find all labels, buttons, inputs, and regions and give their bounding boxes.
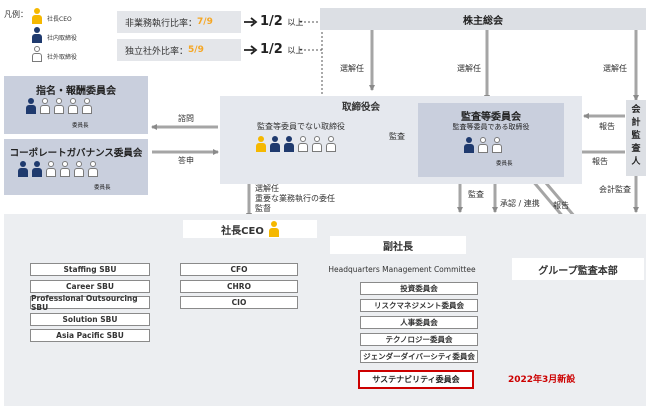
board-member-out-icon — [312, 136, 322, 152]
nomination-committee: 指名・報酬委員会 委員長 — [4, 76, 148, 134]
audit-down-label: 監査 — [468, 190, 484, 199]
legend-in-label: 社内取締役 — [47, 35, 78, 42]
audit-committee: 監査等委員会 監査等委員である取締役 委員長 — [418, 103, 564, 177]
hq-committee-title: Headquarters Management Committee — [328, 264, 476, 274]
ratio-value: 5/9 — [188, 45, 204, 55]
legend-out-label: 社外取締役 — [47, 54, 78, 61]
ceo-box: 社長CEO — [183, 220, 317, 238]
audit-member-out-icon — [492, 137, 502, 153]
legend-title: 凡例： — [4, 10, 28, 19]
accounting-auditor-label: 会計監査人 — [631, 105, 641, 167]
ratio-arrow-icon — [244, 17, 258, 27]
non-audit-members — [256, 136, 366, 154]
elect-label-1: 選解任 — [340, 64, 364, 73]
execution-area — [4, 214, 646, 406]
audit-members — [464, 137, 524, 155]
sbu-item-4: Asia Pacific SBU — [30, 329, 150, 342]
governance-member-out-icon — [60, 161, 70, 177]
legend-out-icon — [32, 46, 42, 62]
governance-chair: 委員長 — [94, 185, 111, 191]
governance-members — [18, 161, 138, 179]
ratio-value: 7/9 — [197, 17, 213, 27]
sbu-item-1: Career SBU — [30, 279, 150, 293]
hq-item-2: 人事委員会 — [360, 316, 478, 329]
vice-president-box: 副社長 — [330, 236, 466, 254]
dotted-ratio-link — [300, 21, 336, 105]
nomination-chair: 委員長 — [72, 123, 89, 129]
audit-member-out-icon — [478, 137, 488, 153]
approve-label: 承認 / 連携 — [500, 199, 540, 208]
ratio-label: 独立社外比率： — [125, 46, 189, 57]
report-auditor-1-label: 報告 — [599, 122, 615, 131]
delegate-label: 選解任重要な業務執行の委任監督 — [255, 184, 335, 213]
nomination-member-out-icon — [54, 98, 64, 114]
ratio-target-1: 1/2 以上 — [260, 42, 304, 57]
consult-label: 諮問 — [178, 114, 194, 123]
board-title: 取締役会 — [342, 102, 381, 113]
nomination-member-out-icon — [40, 98, 50, 114]
governance-member-out-icon — [46, 161, 56, 177]
accounting-auditor: 会計監査人 — [626, 100, 646, 176]
group-audit-box: グループ監査本部 — [512, 258, 644, 280]
nomination-member-out-icon — [68, 98, 78, 114]
report-back-label: 答申 — [178, 156, 194, 165]
governance-member-out-icon — [74, 161, 84, 177]
report-auditor-2-label: 報告 — [592, 157, 608, 166]
non-audit-label: 監査等委員でない取締役 — [257, 122, 345, 131]
hq-item-1: リスクマネジメント委員会 — [360, 299, 478, 312]
hq-item-3: テクノロジー委員会 — [360, 333, 478, 346]
ceo-label: 社長CEO — [221, 225, 264, 237]
officer-item-2: CIO — [180, 296, 298, 309]
nomination-member-out-icon — [82, 98, 92, 114]
governance-member-in-icon — [32, 161, 42, 177]
report-up-label: 報告 — [553, 201, 569, 210]
hq-item-4: ジェンダーダイバーシティ委員会 — [360, 350, 478, 363]
board-member-in-icon — [284, 136, 294, 152]
ratio-target-0: 1/2 以上 — [260, 14, 304, 29]
governance-title: コーポレートガバナンス委員会 — [9, 148, 143, 159]
board-member-out-icon — [298, 136, 308, 152]
audit-committee-sub: 監査等委員である取締役 — [452, 123, 530, 131]
governance-committee: コーポレートガバナンス委員会 委員長 — [4, 139, 148, 195]
accounting-audit-label: 会計監査 — [599, 185, 631, 194]
nomination-title: 指名・報酬委員会 — [36, 86, 116, 97]
ratio-box-1: 独立社外比率：5/9 — [117, 39, 241, 61]
legend-ceo-icon — [32, 8, 42, 24]
legend-ceo-label: 社長CEO — [47, 16, 72, 23]
sbu-item-3: Solution SBU — [30, 312, 150, 326]
board-member-ceo-icon — [256, 136, 266, 152]
ratio-box-0: 非業務執行比率：7/9 — [117, 11, 241, 33]
nomination-member-in-icon — [26, 98, 36, 114]
ratio-label: 非業務執行比率： — [125, 18, 198, 29]
elect-label-3: 選解任 — [603, 64, 627, 73]
officer-item-0: CFO — [180, 263, 298, 276]
nomination-members — [26, 98, 136, 116]
audit-member-in-icon — [464, 137, 474, 153]
sbu-item-2: Professional Outsourcing SBU — [30, 294, 150, 312]
governance-member-in-icon — [18, 161, 28, 177]
board-member-in-icon — [270, 136, 280, 152]
audit-chair: 委員長 — [496, 161, 513, 167]
audit-committee-title: 監査等委員会 — [461, 112, 521, 123]
sbu-item-0: Staffing SBU — [30, 263, 150, 276]
sustainability-committee: サステナビリティ委員会 — [358, 370, 474, 389]
new-committee-note: 2022年3月新設 — [508, 375, 576, 385]
board-member-out-icon — [326, 136, 336, 152]
ceo-icon — [268, 221, 279, 237]
audit-board-label: 監査 — [389, 132, 405, 141]
shareholders-meeting: 株主総会 — [320, 8, 646, 30]
governance-member-out-icon — [88, 161, 98, 177]
elect-label-2: 選解任 — [457, 64, 481, 73]
officer-item-1: CHRO — [180, 279, 298, 293]
ratio-arrow-icon — [244, 45, 258, 55]
legend-in-icon — [32, 27, 42, 43]
hq-item-0: 投資委員会 — [360, 282, 478, 295]
